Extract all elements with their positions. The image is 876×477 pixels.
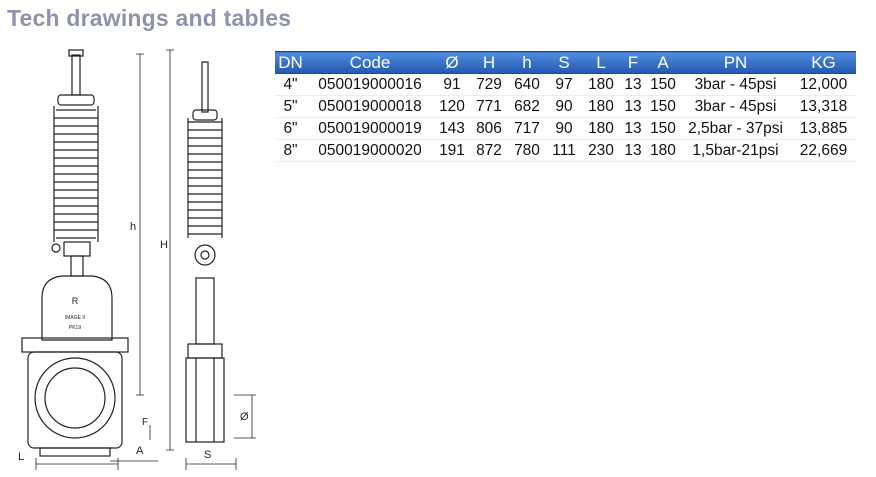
table-row: 5" 050019000018 120 771 682 90 180 13 15…: [275, 95, 856, 118]
valve-technical-drawing: R IMAGE II PK19 h H F A L S Ø: [18, 49, 256, 470]
header-f: F: [620, 51, 646, 74]
cell-l: 180: [582, 117, 620, 140]
cell-s: 90: [546, 95, 582, 118]
front-stem-cap: [68, 49, 84, 57]
header-h: h: [508, 51, 546, 74]
header-diameter: Ø: [434, 51, 470, 74]
cell-kg: 12,000: [791, 73, 856, 96]
cell-s: 111: [546, 139, 582, 162]
page-title: Tech drawings and tables: [7, 5, 292, 31]
label-diameter: Ø: [240, 411, 249, 423]
plate-line2: PK19: [69, 325, 81, 331]
cell-code: 050019000020: [306, 139, 434, 162]
front-neck: [70, 255, 84, 277]
header-s: S: [546, 51, 582, 74]
cell-f: 13: [620, 139, 646, 162]
cell-pn: 3bar - 45psi: [680, 95, 791, 118]
cell-f: 13: [620, 117, 646, 140]
label-H: H: [160, 239, 168, 251]
front-body: [27, 351, 123, 449]
cell-h: 640: [508, 73, 546, 96]
cell-pn: 3bar - 45psi: [680, 73, 791, 96]
cell-a: 150: [646, 117, 680, 140]
table-row: 6" 050019000019 143 806 717 90 180 13 15…: [275, 117, 856, 140]
label-A: A: [136, 445, 144, 457]
front-yoke: [63, 241, 91, 257]
cell-H: 729: [470, 73, 508, 96]
cell-a: 180: [646, 139, 680, 162]
cell-dn: 6": [275, 117, 306, 140]
cell-pn: 1,5bar-21psi: [680, 139, 791, 162]
cell-s: 90: [546, 117, 582, 140]
cell-s: 97: [546, 73, 582, 96]
cell-H: 771: [470, 95, 508, 118]
front-port-inner: [44, 367, 106, 429]
front-base: [39, 447, 111, 457]
table-header-row: DN Code Ø H h S L F A PN KG: [275, 51, 856, 74]
spec-table: DN Code Ø H h S L F A PN KG 4" 050019000…: [275, 51, 856, 162]
side-stem: [201, 61, 209, 113]
cell-h: 780: [508, 139, 546, 162]
cell-kg: 22,669: [791, 139, 856, 162]
cell-diameter: 91: [434, 73, 470, 96]
cell-l: 180: [582, 95, 620, 118]
label-h: h: [130, 221, 136, 233]
side-handwheel: [194, 244, 216, 266]
cell-diameter: 191: [434, 139, 470, 162]
label-L: L: [18, 451, 24, 463]
front-bellows: [53, 94, 99, 242]
cell-dn: 5": [275, 95, 306, 118]
table-row: 4" 050019000016 91 729 640 97 180 13 150…: [275, 73, 856, 96]
cell-a: 150: [646, 95, 680, 118]
cell-code: 050019000016: [306, 73, 434, 96]
cell-kg: 13,885: [791, 117, 856, 140]
cell-f: 13: [620, 95, 646, 118]
front-dimensions: [35, 49, 174, 470]
cell-diameter: 143: [434, 117, 470, 140]
cell-a: 150: [646, 73, 680, 96]
cell-dn: 4": [275, 73, 306, 96]
header-dn: DN: [275, 51, 306, 74]
plate-line1: IMAGE II: [65, 315, 85, 321]
header-l: L: [582, 51, 620, 74]
front-port-outer: [34, 357, 116, 439]
front-view: [21, 49, 129, 457]
cell-pn: 2,5bar - 37psi: [680, 117, 791, 140]
cell-h: 682: [508, 95, 546, 118]
table-row: 8" 050019000020 191 872 780 111 230 13 1…: [275, 139, 856, 162]
header-pn: PN: [680, 51, 791, 74]
cell-f: 13: [620, 73, 646, 96]
side-view: [185, 61, 225, 443]
cell-code: 050019000019: [306, 117, 434, 140]
header-a: A: [646, 51, 680, 74]
cell-H: 872: [470, 139, 508, 162]
cell-kg: 13,318: [791, 95, 856, 118]
cell-diameter: 120: [434, 95, 470, 118]
front-gate-housing: [41, 275, 113, 341]
side-neck: [195, 277, 215, 345]
header-code: Code: [306, 51, 434, 74]
side-dimensions: [185, 394, 256, 470]
cell-dn: 8": [275, 139, 306, 162]
side-body: [185, 357, 225, 443]
cell-l: 230: [582, 139, 620, 162]
label-S: S: [204, 449, 211, 461]
header-H: H: [470, 51, 508, 74]
front-stem: [71, 54, 81, 96]
front-yoke-bolt: [51, 243, 61, 253]
cell-H: 806: [470, 117, 508, 140]
label-F: F: [142, 417, 148, 428]
plate-brand: R: [72, 296, 79, 306]
header-kg: KG: [791, 51, 856, 74]
side-yoke: [187, 343, 223, 359]
side-bellows: [187, 109, 223, 238]
cell-h: 717: [508, 117, 546, 140]
cell-code: 050019000018: [306, 95, 434, 118]
cell-l: 180: [582, 73, 620, 96]
